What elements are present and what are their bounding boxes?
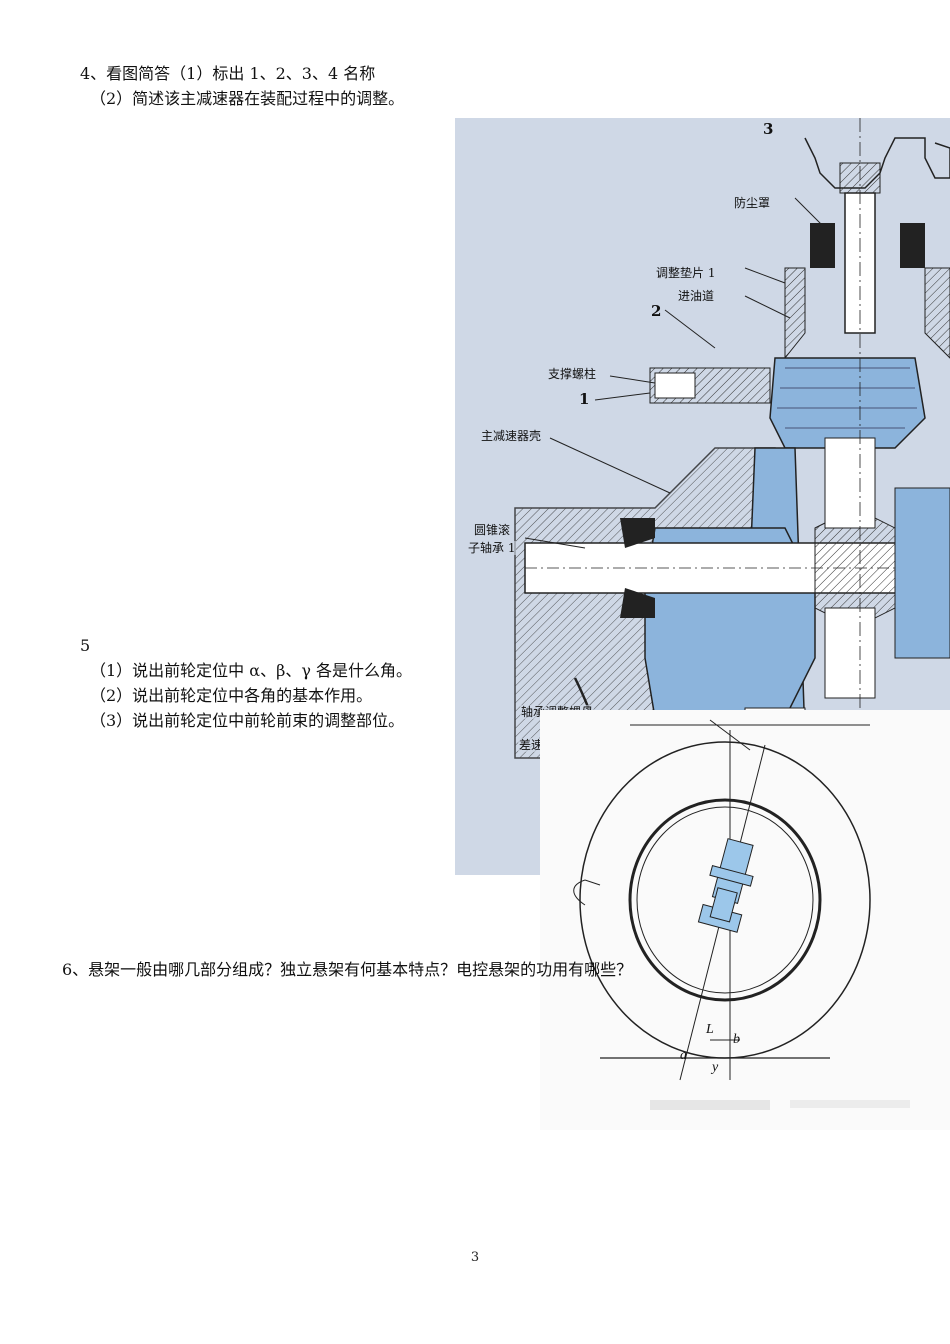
wheel-label-L: L xyxy=(706,1022,714,1037)
wheel-label-b: b xyxy=(733,1032,740,1047)
wheel-alignment-figure: L a b y xyxy=(540,710,950,1130)
callout-oil-passage: 进油道 xyxy=(677,289,716,303)
label-number-1: 1 xyxy=(579,390,590,408)
q4-line2: （2）简述该主减速器在装配过程中的调整。 xyxy=(90,89,405,108)
wheel-label-y: y xyxy=(712,1060,719,1075)
wheel-label-a: a xyxy=(680,1048,687,1063)
callout-bearing-line1: 圆锥滚 xyxy=(473,523,512,537)
page-number: 3 xyxy=(470,1250,480,1265)
label-number-2: 2 xyxy=(651,302,662,320)
q5-number: 5 xyxy=(80,636,91,655)
q4-line1: 4、看图简答（1）标出 1、2、3、4 名称 xyxy=(80,64,376,83)
callout-support-bolt: 支撑螺柱 xyxy=(547,367,598,381)
callout-housing: 主减速器壳 xyxy=(480,429,543,443)
q5-line1: （1）说出前轮定位中 α、β、γ 各是什么角。 xyxy=(90,661,412,680)
wheel-drawing xyxy=(573,719,910,1110)
q5-line2: （2）说出前轮定位中各角的基本作用。 xyxy=(90,686,373,705)
label-number-3: 3 xyxy=(763,120,774,138)
callout-shim-1: 调整垫片 1 xyxy=(655,266,717,280)
q5-line3: （3）说出前轮定位中前轮前束的调整部位。 xyxy=(90,711,405,730)
callout-bearing-line2: 子轴承 1 xyxy=(467,541,517,555)
q6-line1: 6、悬架一般由哪几部分组成？独立悬架有何基本特点？电控悬架的功用有哪些？ xyxy=(62,960,633,979)
callout-dust-cover: 防尘罩 xyxy=(733,196,772,210)
